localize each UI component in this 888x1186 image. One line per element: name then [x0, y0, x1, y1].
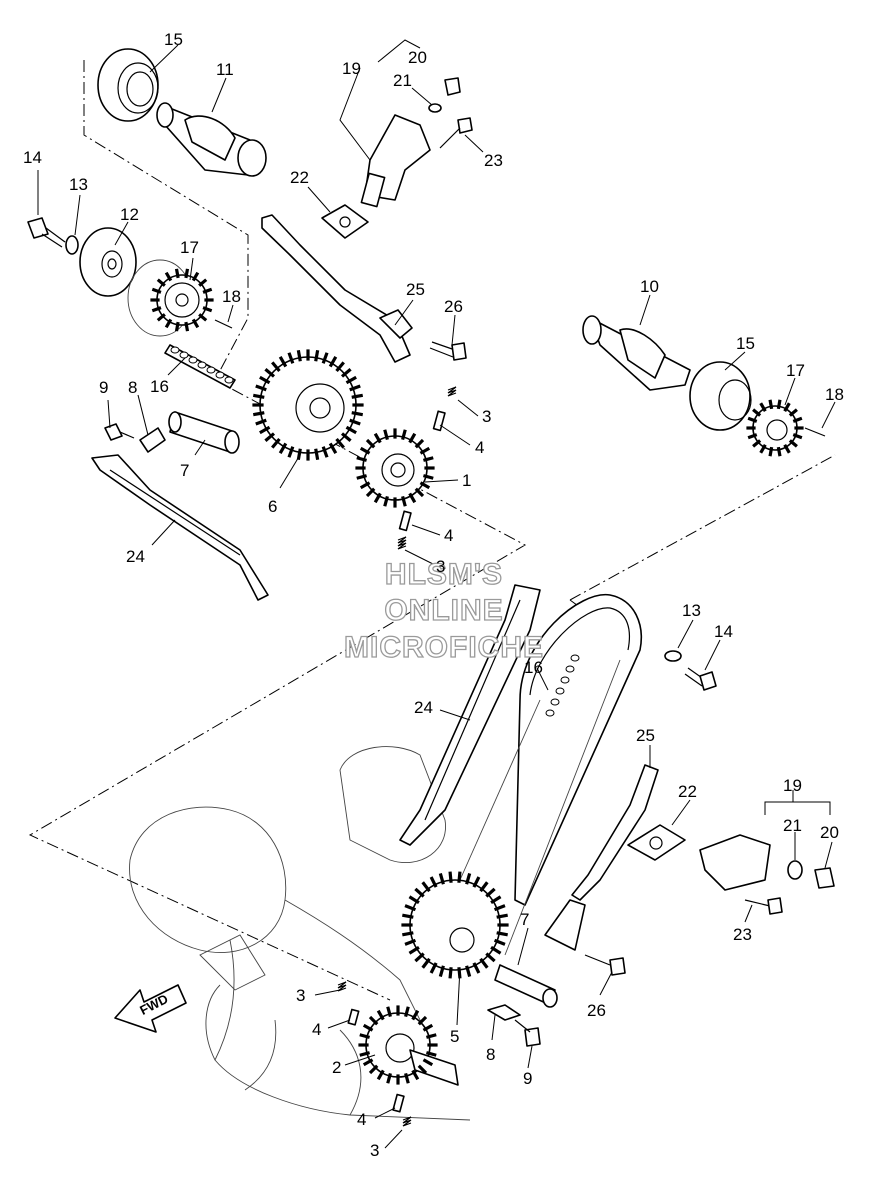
callout-9-upper: 9 — [99, 378, 108, 397]
callout-20-upper: 20 — [408, 48, 427, 67]
callout-7-lower: 7 — [520, 910, 529, 929]
watermark-line-3: MICROFICHE — [344, 631, 544, 664]
cam-gear-right — [746, 399, 826, 457]
bolt-lower-26 — [584, 954, 626, 976]
camshaft-right — [582, 315, 691, 391]
callout-4-upper-a: 4 — [475, 438, 484, 457]
leader-lines — [37, 39, 836, 1149]
callout-13-upper: 13 — [69, 175, 88, 194]
idler-shaft-lower — [487, 964, 558, 1047]
callout-23-lower: 23 — [733, 925, 752, 944]
bolt-washer-upper — [27, 217, 79, 255]
callout-26-lower: 26 — [587, 1001, 606, 1020]
callout-3-lower-a: 3 — [296, 986, 305, 1005]
callout-8-upper: 8 — [128, 378, 137, 397]
callout-24-lower: 24 — [414, 698, 433, 717]
callout-23-upper: 23 — [484, 151, 503, 170]
callout-numbers: 15 11 20 19 21 23 22 14 13 12 17 18 25 2… — [23, 30, 844, 1160]
gasket-upper — [321, 204, 369, 239]
callout-21-upper: 21 — [393, 71, 412, 90]
callout-5: 5 — [450, 1027, 459, 1046]
callout-1: 1 — [462, 471, 471, 490]
chain-guide-upper — [91, 454, 269, 601]
callout-25-lower: 25 — [636, 726, 655, 745]
callout-12: 12 — [120, 205, 139, 224]
callout-4-upper-b: 4 — [444, 526, 453, 545]
callout-15-upper: 15 — [164, 30, 183, 49]
callout-4-lower-b: 4 — [357, 1110, 366, 1129]
lock-plate-bolt-upper — [104, 423, 166, 453]
watermark-line-1: HLSM'S — [385, 558, 503, 591]
callout-16-upper: 16 — [150, 377, 169, 396]
callout-7-upper: 7 — [180, 461, 189, 480]
camshaft-upper — [156, 102, 267, 177]
callout-18-upper: 18 — [222, 287, 241, 306]
watermark-line-2: ONLINE — [384, 594, 503, 627]
cam-gear-upper — [127, 259, 233, 337]
watermark: HLSM'S ONLINE MICROFICHE — [343, 557, 544, 664]
callout-15-right: 15 — [736, 334, 755, 353]
callout-26-upper: 26 — [444, 297, 463, 316]
idler-gear-lower — [401, 871, 509, 979]
callout-3-lower-b: 3 — [370, 1141, 379, 1160]
callout-17-right: 17 — [786, 361, 805, 380]
callout-17-upper: 17 — [180, 238, 199, 257]
timing-chain-loop — [459, 594, 642, 956]
callout-10: 10 — [640, 277, 659, 296]
tensioner-guide-upper — [261, 214, 413, 363]
callout-3-upper-a: 3 — [482, 407, 491, 426]
callout-16-right: 16 — [524, 658, 543, 677]
callout-25-upper: 25 — [406, 280, 425, 299]
bearing-right — [689, 361, 752, 431]
bolt-upper-26 — [429, 341, 467, 361]
callout-20-lower: 20 — [820, 823, 839, 842]
idler-gear-large — [252, 349, 364, 461]
callout-8-lower: 8 — [486, 1045, 495, 1064]
chain-guide-lower — [399, 584, 541, 846]
callout-22-lower: 22 — [678, 782, 697, 801]
callout-22-upper: 22 — [290, 168, 309, 187]
sprocket-flange — [79, 227, 137, 297]
callout-24-upper: 24 — [126, 547, 145, 566]
timing-chain-upper — [164, 344, 236, 389]
callout-14-upper: 14 — [23, 148, 42, 167]
bearing-upper — [97, 48, 159, 122]
callout-9-lower: 9 — [523, 1069, 532, 1088]
callout-19-upper: 19 — [342, 59, 361, 78]
drive-gear-lower — [337, 981, 459, 1127]
crankcase-outline — [129, 746, 471, 1121]
tensioner-assembly-right — [627, 824, 835, 915]
callout-3-upper-b: 3 — [436, 557, 445, 576]
callout-2: 2 — [332, 1058, 341, 1077]
callout-18-right: 18 — [825, 385, 844, 404]
springs-pins-upper — [397, 386, 457, 550]
idler-shaft-upper — [168, 411, 240, 454]
tensioner-upper — [360, 77, 473, 208]
callout-14-right: 14 — [714, 622, 733, 641]
tensioner-guide-lower — [544, 764, 659, 951]
drive-gear-upper — [355, 428, 435, 508]
callout-19-lower: 19 — [783, 776, 802, 795]
bolt-washer-right — [664, 650, 717, 691]
callout-4-lower-a: 4 — [312, 1020, 321, 1039]
callout-21-lower: 21 — [783, 816, 802, 835]
callout-13-right: 13 — [682, 601, 701, 620]
callout-6: 6 — [268, 497, 277, 516]
forward-direction-arrow: FWD — [114, 984, 187, 1033]
callout-11: 11 — [216, 60, 234, 79]
